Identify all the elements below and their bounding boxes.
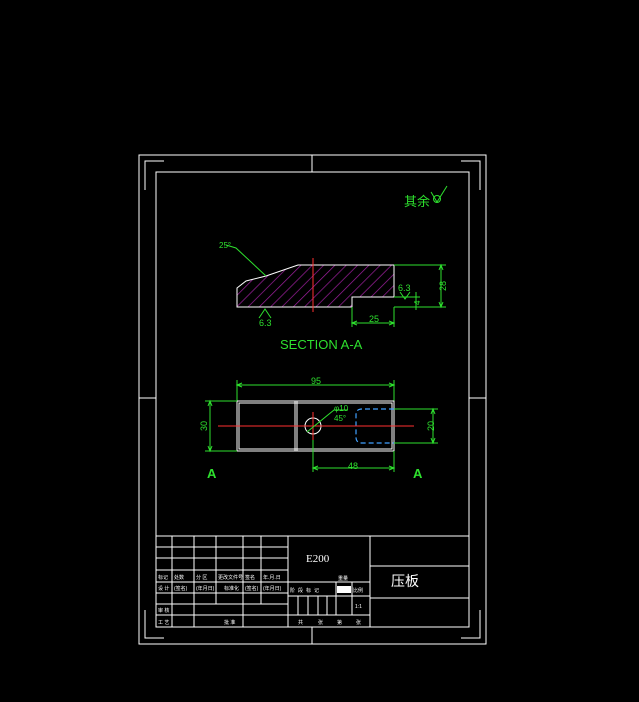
tb-label-change-doc: 更改文件号 [218, 574, 243, 581]
part-name: 压板 [391, 574, 419, 590]
plan-view: 95 φ10 45° 30 [199, 376, 438, 481]
roughness-left-icon [258, 308, 272, 319]
step-height-label: 4 [413, 300, 422, 305]
roughness-left-label: 6.3 [259, 318, 272, 328]
hatched-section [236, 264, 395, 308]
sheet-frame [138, 154, 487, 645]
tb-label-signature: 签名 [245, 574, 255, 581]
tb-label-stage-2: 段 [298, 587, 303, 594]
hole-diameter-label: φ10 [334, 404, 349, 413]
roughness-symbol-icon [430, 185, 448, 203]
tb-label-standardization: 标准化 [224, 585, 239, 592]
tb-label-approve: 批 准 [224, 619, 235, 626]
hole-angle-label: 45° [334, 414, 346, 423]
tb-label-stage-4: 记 [314, 587, 319, 594]
slot-width-label: 20 [426, 421, 436, 431]
tb-label-date: 年.月.日 [263, 574, 281, 581]
scale-label: 1:1 [355, 604, 362, 610]
section-marker-right: A [413, 466, 423, 481]
tb-label-std-sign: (签名) [245, 585, 259, 592]
section-title: SECTION A-A [280, 337, 363, 352]
tb-label-count: 处数 [174, 574, 184, 581]
title-block: E200 压板 1:1 标记 处数 分 区 更改文件号 签名 年.月.日 设 计… [155, 535, 470, 628]
tb-label-weight: 重量 [338, 575, 348, 582]
remaining-roughness-note: 其余 [404, 185, 448, 209]
tb-label-process: 工 艺 [158, 620, 169, 626]
tb-label-std-date: (年月日) [263, 585, 282, 592]
outer-border [138, 154, 487, 645]
tb-label-mark: 标记 [158, 574, 168, 581]
tb-label-scale: 比例 [353, 587, 363, 594]
tb-label-review: 审 核 [158, 607, 169, 614]
tb-label-design: 设 计 [158, 585, 169, 592]
chamfer-angle-label: 25° [219, 241, 231, 250]
tb-label-design-sign: (签名) [174, 585, 188, 592]
tb-label-design-date: (年月日) [196, 585, 215, 592]
tb-label-sheet-no: 第 [337, 619, 342, 626]
tb-label-stage-1: 阶 [290, 587, 295, 594]
length-dimension-label: 95 [311, 376, 321, 386]
tb-label-sheets: 张 [318, 619, 323, 626]
roughness-right-icon [399, 291, 411, 300]
material-label: E200 [306, 553, 330, 565]
tb-label-sheet: 张 [356, 619, 361, 626]
hole-position-label: 48 [348, 461, 358, 471]
tb-label-stage-3: 标 [306, 587, 311, 594]
remaining-roughness-label: 其余 [404, 194, 430, 209]
tb-label-zone: 分 区 [196, 574, 207, 581]
step-width-label: 25 [369, 314, 379, 324]
height-dimension-label: 28 [438, 281, 448, 291]
tb-label-total: 共 [298, 619, 303, 626]
roughness-right-label: 6.3 [398, 283, 411, 293]
weight-marker-cell [337, 586, 351, 593]
section-view: 25° 6.3 6.3 28 4 [219, 241, 448, 352]
width-dimension-label: 30 [199, 421, 209, 431]
section-marker-left: A [207, 466, 217, 481]
